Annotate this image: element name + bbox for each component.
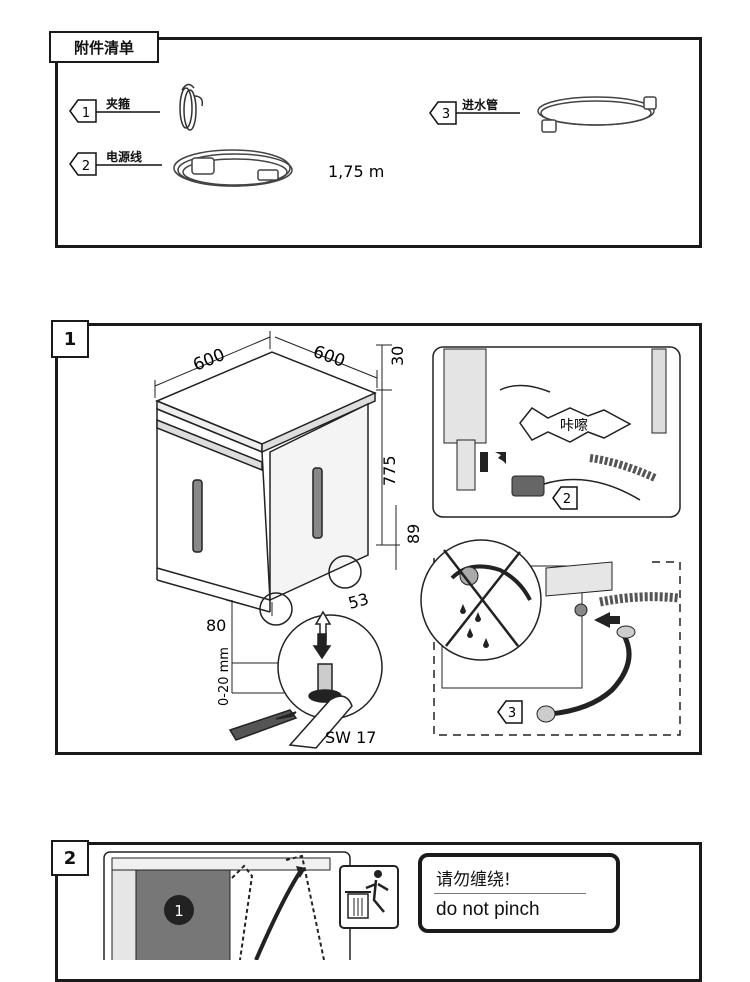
warning-zh: 请勿缠绕! (436, 870, 511, 890)
item-3-number: 3 (442, 107, 450, 122)
recycle-bin-icon (339, 865, 399, 929)
item-1-number: 1 (82, 106, 90, 121)
water-inlet-inset: 3 (420, 539, 681, 736)
step-1-number: 1 (51, 320, 89, 358)
dim-adjust-range: 0-20 mm (217, 647, 232, 706)
wrench-size: SW 17 (325, 728, 376, 747)
dim-plinth: 89 (404, 524, 423, 544)
item-2-callout: 2 (69, 152, 162, 176)
svg-text:2: 2 (563, 492, 571, 507)
accessories-drawing: 1 2 1,75 m 3 (69, 83, 657, 187)
click-callout-text: 咔嚓 (560, 417, 588, 434)
dishwasher-illustration (155, 351, 377, 613)
item-1-callout: 1 (69, 99, 160, 123)
panel-ref-number: 1 (174, 902, 184, 920)
accessories-title: 附件清单 (49, 31, 159, 63)
power-cable-ref: 2 (552, 486, 578, 510)
inlet-hose-ref: 3 (497, 700, 523, 724)
step-2-drawing: 1 (103, 851, 399, 960)
warning-divider (434, 893, 586, 894)
accessories-panel (55, 37, 702, 248)
door-open-illustration: 1 (103, 851, 351, 960)
dimension-lines (154, 331, 400, 694)
item-2-number: 2 (82, 159, 90, 174)
inlet-hose-icon (537, 96, 657, 133)
step-2-number: 2 (51, 840, 89, 876)
dim-top: 30 (388, 346, 407, 366)
item-1-label: 夹箍 (106, 97, 131, 111)
power-cable-icon (173, 149, 293, 187)
dim-width: 600 (190, 345, 228, 376)
item-3-callout: 3 (429, 101, 520, 125)
dim-height: 775 (380, 455, 399, 486)
item-3-label: 进水管 (462, 98, 499, 112)
svg-text:3: 3 (508, 706, 516, 721)
dim-foot-gap: 80 (206, 616, 226, 635)
warning-box: 请勿缠绕! do not pinch (418, 853, 620, 933)
step-1-drawing: 600 600 30 775 89 80 53 0-20 mm SW 17 2 … (154, 331, 681, 749)
dim-side: 53 (346, 589, 371, 613)
foot-adjust-illustration (228, 610, 353, 749)
cable-length: 1,75 m (328, 162, 384, 181)
dim-depth: 600 (310, 342, 347, 372)
click-connection-inset: 2 (432, 346, 681, 518)
warning-en: do not pinch (436, 899, 540, 920)
clamp-icon (179, 83, 204, 131)
item-2-label: 电源线 (106, 150, 143, 164)
